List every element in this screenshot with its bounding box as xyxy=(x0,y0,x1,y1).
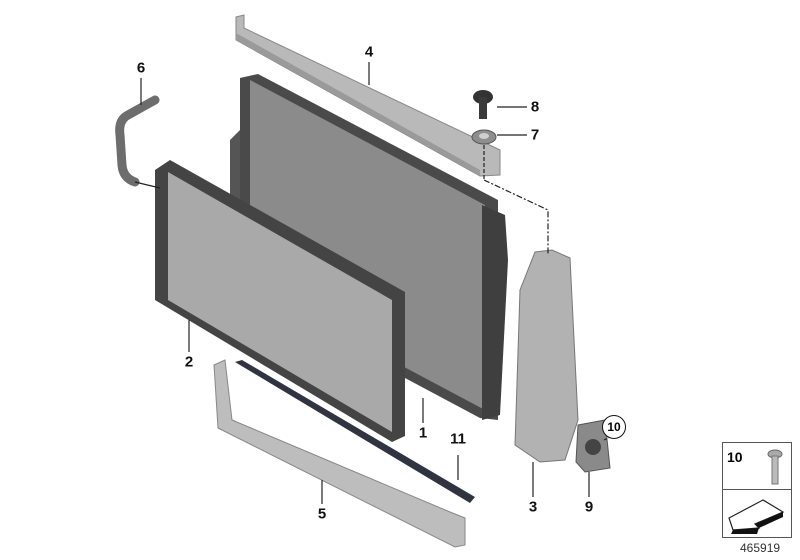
lower-support-rail xyxy=(213,359,466,548)
radiator-front xyxy=(155,160,405,442)
radiator-rear xyxy=(230,74,508,420)
upper-support-rail xyxy=(235,14,501,177)
part-label-8: 8 xyxy=(530,98,540,116)
legend-box: 10 xyxy=(722,442,792,538)
grommet xyxy=(471,129,497,145)
screw-icon xyxy=(767,449,783,485)
coolant-hose xyxy=(115,95,161,189)
part-label-9: 9 xyxy=(584,498,594,516)
bracket-9 xyxy=(575,419,611,473)
part-label-5: 5 xyxy=(317,505,327,523)
seal-strip xyxy=(235,360,475,503)
side-bracket xyxy=(514,249,579,463)
part-label-10-circled: 10 xyxy=(602,415,626,439)
arrow-icon xyxy=(728,499,785,534)
part-label-7: 7 xyxy=(530,126,540,144)
part-label-4: 4 xyxy=(364,43,374,61)
part-label-11: 11 xyxy=(450,430,466,448)
legend-item: 10 xyxy=(723,443,791,490)
part-label-6: 6 xyxy=(136,59,146,77)
legend-item-number: 10 xyxy=(727,449,743,465)
part-label-3: 3 xyxy=(528,498,538,516)
mount-pin xyxy=(473,90,493,119)
part-label-2: 2 xyxy=(184,353,194,371)
part-label-1: 1 xyxy=(418,424,428,442)
reference-number: 465919 xyxy=(740,541,781,555)
